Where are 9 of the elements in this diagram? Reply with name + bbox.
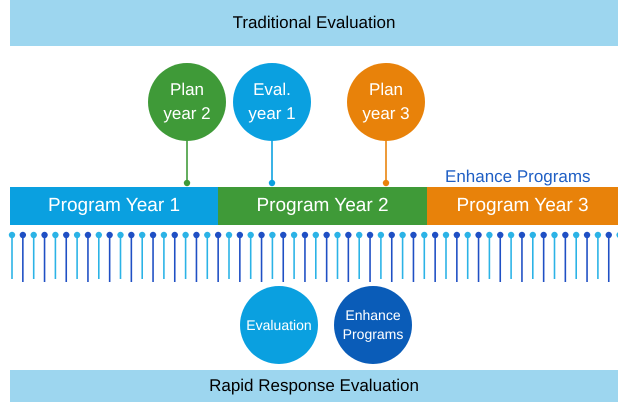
leader-line: [382, 141, 390, 186]
program-year-bar: Program Year 1: [10, 187, 218, 225]
title-band: Rapid Response Evaluation: [10, 370, 618, 402]
title-band: Traditional Evaluation: [10, 0, 618, 46]
leader-line: [184, 141, 190, 186]
annotation-text: Enhance Programs: [445, 166, 591, 188]
leader-line: [268, 141, 276, 186]
program-year-bar: Program Year 2: [218, 187, 427, 225]
program-year-bar: Program Year 3: [427, 187, 618, 225]
